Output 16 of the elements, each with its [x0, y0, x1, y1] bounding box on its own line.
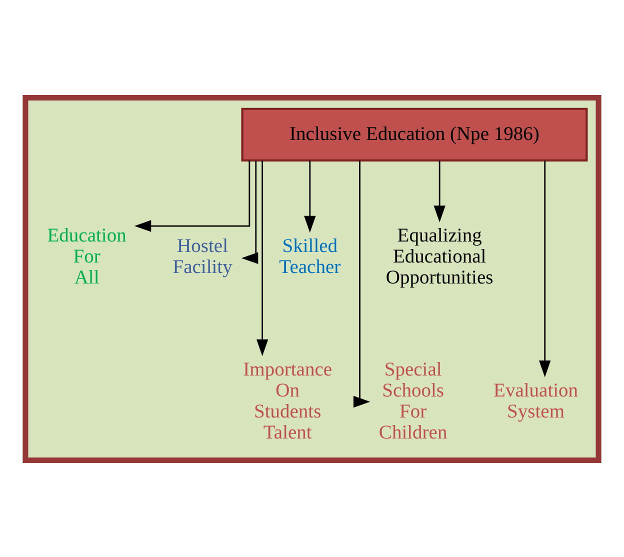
- node-text: Equalizing Educational Opportunities: [386, 225, 494, 288]
- arrow: [539, 160, 551, 377]
- arrow: [134, 160, 250, 232]
- node-text: Importance On Students Talent: [243, 358, 332, 443]
- arrow: [304, 160, 316, 232]
- cluster: [22, 94, 602, 463]
- node-box: Inclusive Education (Npe 1986): [241, 107, 588, 162]
- node-text: Skilled Teacher: [279, 236, 341, 278]
- node-text: Special Schools For Children: [378, 358, 448, 443]
- arrow: [434, 160, 446, 222]
- arrow: [241, 160, 258, 264]
- node-text: Evaluation System: [494, 380, 578, 422]
- node-text: Hostel Facility: [172, 236, 232, 278]
- arrow: [353, 160, 370, 408]
- node-text: Education For All: [47, 225, 126, 288]
- arrow: [256, 160, 268, 356]
